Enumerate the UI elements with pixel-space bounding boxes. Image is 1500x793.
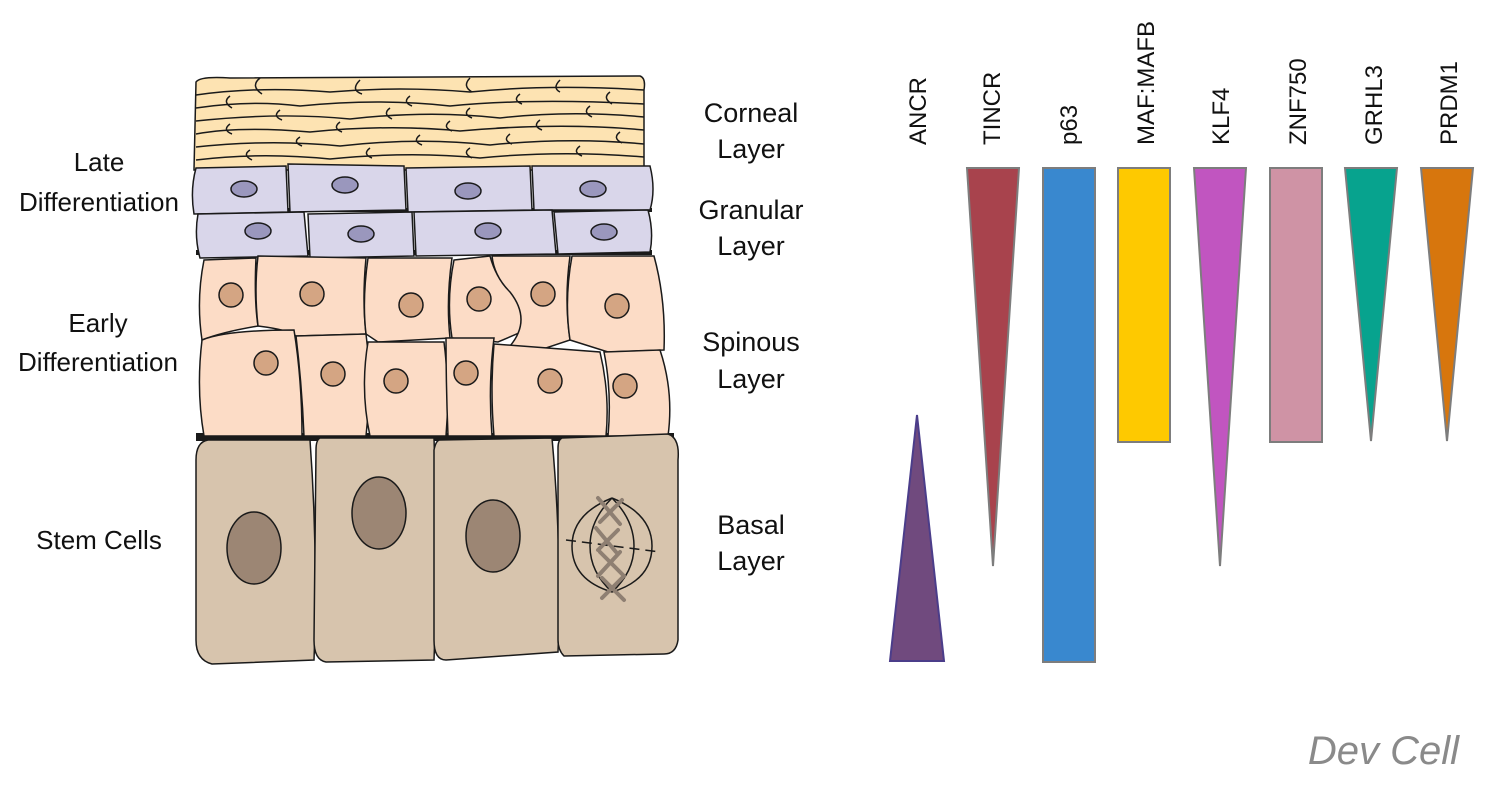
gene-label-grhl3: GRHL3 bbox=[1361, 65, 1388, 145]
mitotic-spindle bbox=[565, 496, 661, 602]
gene-label-maf-mafb: MAF:MAFB bbox=[1133, 21, 1160, 145]
basal-layer-nuclei bbox=[226, 476, 521, 585]
gene-shape-prdm1 bbox=[1419, 167, 1475, 442]
granular-layer-label-line1: Granular bbox=[698, 195, 803, 225]
gene-shape-tincr bbox=[965, 167, 1021, 567]
basal-layer-label-line1: Basal bbox=[717, 510, 785, 540]
basal-layer-label-line2: Layer bbox=[717, 546, 785, 576]
granular-layer-cells bbox=[191, 163, 654, 259]
gene-shape-p63 bbox=[1042, 167, 1096, 663]
gene-label-p63: p63 bbox=[1056, 105, 1083, 145]
gene-shape-ancr bbox=[888, 414, 946, 662]
gene-label-prdm1: PRDM1 bbox=[1436, 61, 1463, 145]
gene-expression-panel: ANCR TINCR p63 MAF:MAFB KLF4 ZNF750 GRHL… bbox=[888, 21, 1475, 663]
corneal-layer-cells bbox=[193, 75, 646, 171]
late-differentiation-label-line1: Late bbox=[74, 147, 125, 177]
granular-layer-nuclei bbox=[230, 176, 618, 243]
gene-shape-klf4 bbox=[1192, 167, 1248, 567]
spinous-layer-label-line2: Layer bbox=[717, 364, 785, 394]
epidermis-illustration bbox=[191, 75, 680, 665]
gene-label-tincr: TINCR bbox=[979, 72, 1006, 145]
gene-shape-znf750 bbox=[1269, 167, 1323, 443]
corneal-layer-label-line2: Layer bbox=[717, 134, 785, 164]
gene-shape-grhl3 bbox=[1343, 167, 1399, 442]
early-differentiation-label-line1: Early bbox=[68, 308, 127, 338]
spinous-layer-cells bbox=[198, 255, 671, 437]
late-differentiation-label-line2: Differentiation bbox=[19, 187, 179, 217]
corneal-layer-label-line1: Corneal bbox=[704, 98, 799, 128]
spinous-layer-label-line1: Spinous bbox=[702, 327, 800, 357]
gene-label-ancr: ANCR bbox=[905, 77, 932, 145]
gene-label-znf750: ZNF750 bbox=[1285, 58, 1312, 145]
early-differentiation-label-line2: Differentiation bbox=[18, 347, 178, 377]
journal-watermark: Dev Cell bbox=[1308, 729, 1460, 773]
stem-cells-label: Stem Cells bbox=[36, 525, 162, 555]
gene-shape-maf-mafb bbox=[1117, 167, 1171, 443]
spinous-layer-nuclei bbox=[218, 281, 638, 399]
gene-label-klf4: KLF4 bbox=[1208, 88, 1235, 145]
granular-layer-label-line2: Layer bbox=[717, 231, 785, 261]
